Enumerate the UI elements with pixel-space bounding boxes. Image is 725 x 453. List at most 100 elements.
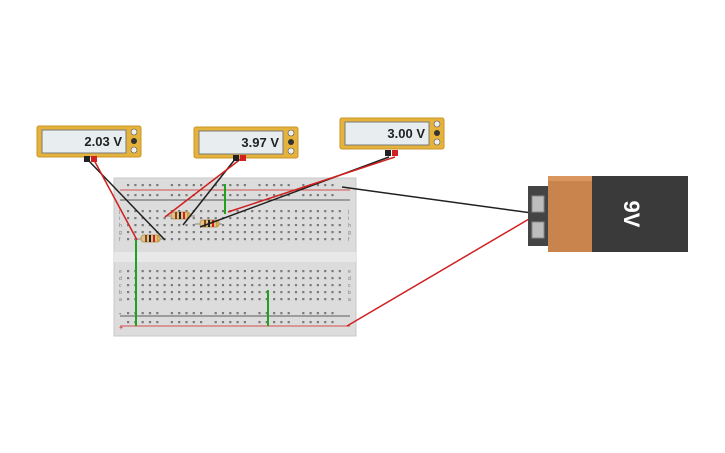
breadboard-hole[interactable]: [287, 217, 290, 220]
breadboard-hole[interactable]: [243, 224, 246, 227]
breadboard-hole[interactable]: [163, 231, 166, 234]
breadboard-hole[interactable]: [178, 312, 181, 315]
breadboard-hole[interactable]: [338, 270, 341, 273]
breadboard-hole[interactable]: [287, 321, 290, 324]
breadboard-hole[interactable]: [214, 291, 217, 294]
breadboard-hole[interactable]: [170, 270, 173, 273]
breadboard-hole[interactable]: [287, 210, 290, 213]
multimeter-3[interactable]: 3.00 V: [339, 117, 445, 156]
breadboard-hole[interactable]: [294, 284, 298, 287]
breadboard-hole[interactable]: [192, 238, 195, 241]
breadboard-hole[interactable]: [229, 284, 232, 287]
breadboard-hole[interactable]: [302, 298, 305, 301]
breadboard-hole[interactable]: [324, 224, 327, 227]
breadboard-hole[interactable]: [324, 321, 327, 324]
breadboard-hole[interactable]: [273, 224, 276, 227]
breadboard-hole[interactable]: [273, 291, 276, 294]
breadboard-hole[interactable]: [141, 217, 144, 220]
breadboard-hole[interactable]: [309, 312, 312, 315]
breadboard-hole[interactable]: [221, 231, 225, 234]
breadboard-hole[interactable]: [200, 238, 203, 241]
breadboard-hole[interactable]: [280, 277, 283, 280]
breadboard-hole[interactable]: [280, 217, 283, 220]
breadboard-hole[interactable]: [265, 321, 268, 324]
breadboard-hole[interactable]: [236, 298, 239, 301]
breadboard-hole[interactable]: [221, 194, 225, 197]
breadboard-hole[interactable]: [178, 284, 181, 287]
mode-dial-ohm-icon[interactable]: [433, 138, 441, 146]
breadboard-hole[interactable]: [141, 298, 144, 301]
breadboard-hole[interactable]: [331, 298, 334, 301]
breadboard-hole[interactable]: [185, 277, 188, 280]
breadboard-hole[interactable]: [331, 184, 334, 187]
breadboard-hole[interactable]: [148, 312, 152, 315]
breadboard-hole[interactable]: [265, 217, 268, 220]
breadboard-hole[interactable]: [156, 270, 159, 273]
breadboard-hole[interactable]: [338, 284, 341, 287]
breadboard-hole[interactable]: [148, 277, 152, 280]
breadboard-hole[interactable]: [127, 270, 130, 273]
breadboard-hole[interactable]: [331, 270, 334, 273]
breadboard-hole[interactable]: [221, 210, 225, 213]
breadboard-hole[interactable]: [338, 210, 341, 213]
breadboard-hole[interactable]: [265, 231, 268, 234]
battery-negative-wire[interactable]: [341, 186, 533, 214]
breadboard-hole[interactable]: [127, 298, 130, 301]
breadboard-hole[interactable]: [236, 184, 239, 187]
breadboard-hole[interactable]: [324, 210, 327, 213]
breadboard-hole[interactable]: [236, 291, 239, 294]
breadboard-hole[interactable]: [214, 277, 217, 280]
breadboard-hole[interactable]: [287, 238, 290, 241]
breadboard-hole[interactable]: [214, 298, 217, 301]
breadboard-hole[interactable]: [178, 184, 181, 187]
breadboard-hole[interactable]: [273, 312, 276, 315]
breadboard-hole[interactable]: [170, 184, 173, 187]
breadboard-hole[interactable]: [229, 321, 232, 324]
breadboard-hole[interactable]: [192, 321, 195, 324]
breadboard-hole[interactable]: [163, 277, 166, 280]
breadboard-hole[interactable]: [170, 238, 173, 241]
breadboard-hole[interactable]: [200, 291, 203, 294]
breadboard-hole[interactable]: [127, 184, 130, 187]
breadboard-hole[interactable]: [331, 284, 334, 287]
breadboard-hole[interactable]: [229, 277, 232, 280]
breadboard-hole[interactable]: [170, 277, 173, 280]
breadboard-hole[interactable]: [236, 224, 239, 227]
breadboard-hole[interactable]: [134, 210, 137, 213]
breadboard-hole[interactable]: [302, 194, 305, 197]
breadboard-hole[interactable]: [178, 321, 181, 324]
breadboard-hole[interactable]: [265, 284, 268, 287]
breadboard-hole[interactable]: [127, 312, 130, 315]
breadboard-hole[interactable]: [207, 277, 210, 280]
breadboard-hole[interactable]: [324, 298, 327, 301]
breadboard-hole[interactable]: [178, 277, 181, 280]
breadboard-hole[interactable]: [302, 312, 305, 315]
breadboard-hole[interactable]: [192, 291, 195, 294]
breadboard-hole[interactable]: [302, 270, 305, 273]
breadboard-hole[interactable]: [294, 224, 298, 227]
breadboard-hole[interactable]: [294, 231, 298, 234]
breadboard-hole[interactable]: [185, 270, 188, 273]
resistor-1[interactable]: [136, 234, 165, 243]
breadboard-hole[interactable]: [148, 194, 152, 197]
breadboard-hole[interactable]: [207, 217, 210, 220]
breadboard-hole[interactable]: [163, 284, 166, 287]
breadboard-hole[interactable]: [258, 277, 261, 280]
breadboard-hole[interactable]: [148, 298, 152, 301]
breadboard-hole[interactable]: [280, 321, 283, 324]
breadboard-hole[interactable]: [243, 194, 246, 197]
breadboard-hole[interactable]: [309, 238, 312, 241]
breadboard-hole[interactable]: [302, 231, 305, 234]
breadboard-hole[interactable]: [251, 217, 254, 220]
breadboard-hole[interactable]: [331, 321, 334, 324]
breadboard-hole[interactable]: [127, 210, 130, 213]
breadboard-hole[interactable]: [141, 291, 144, 294]
breadboard-hole[interactable]: [178, 224, 181, 227]
breadboard-hole[interactable]: [243, 291, 246, 294]
breadboard-hole[interactable]: [207, 291, 210, 294]
breadboard-hole[interactable]: [324, 184, 327, 187]
meter2-v-terminal[interactable]: [240, 155, 246, 161]
breadboard-hole[interactable]: [243, 284, 246, 287]
breadboard-hole[interactable]: [170, 321, 173, 324]
